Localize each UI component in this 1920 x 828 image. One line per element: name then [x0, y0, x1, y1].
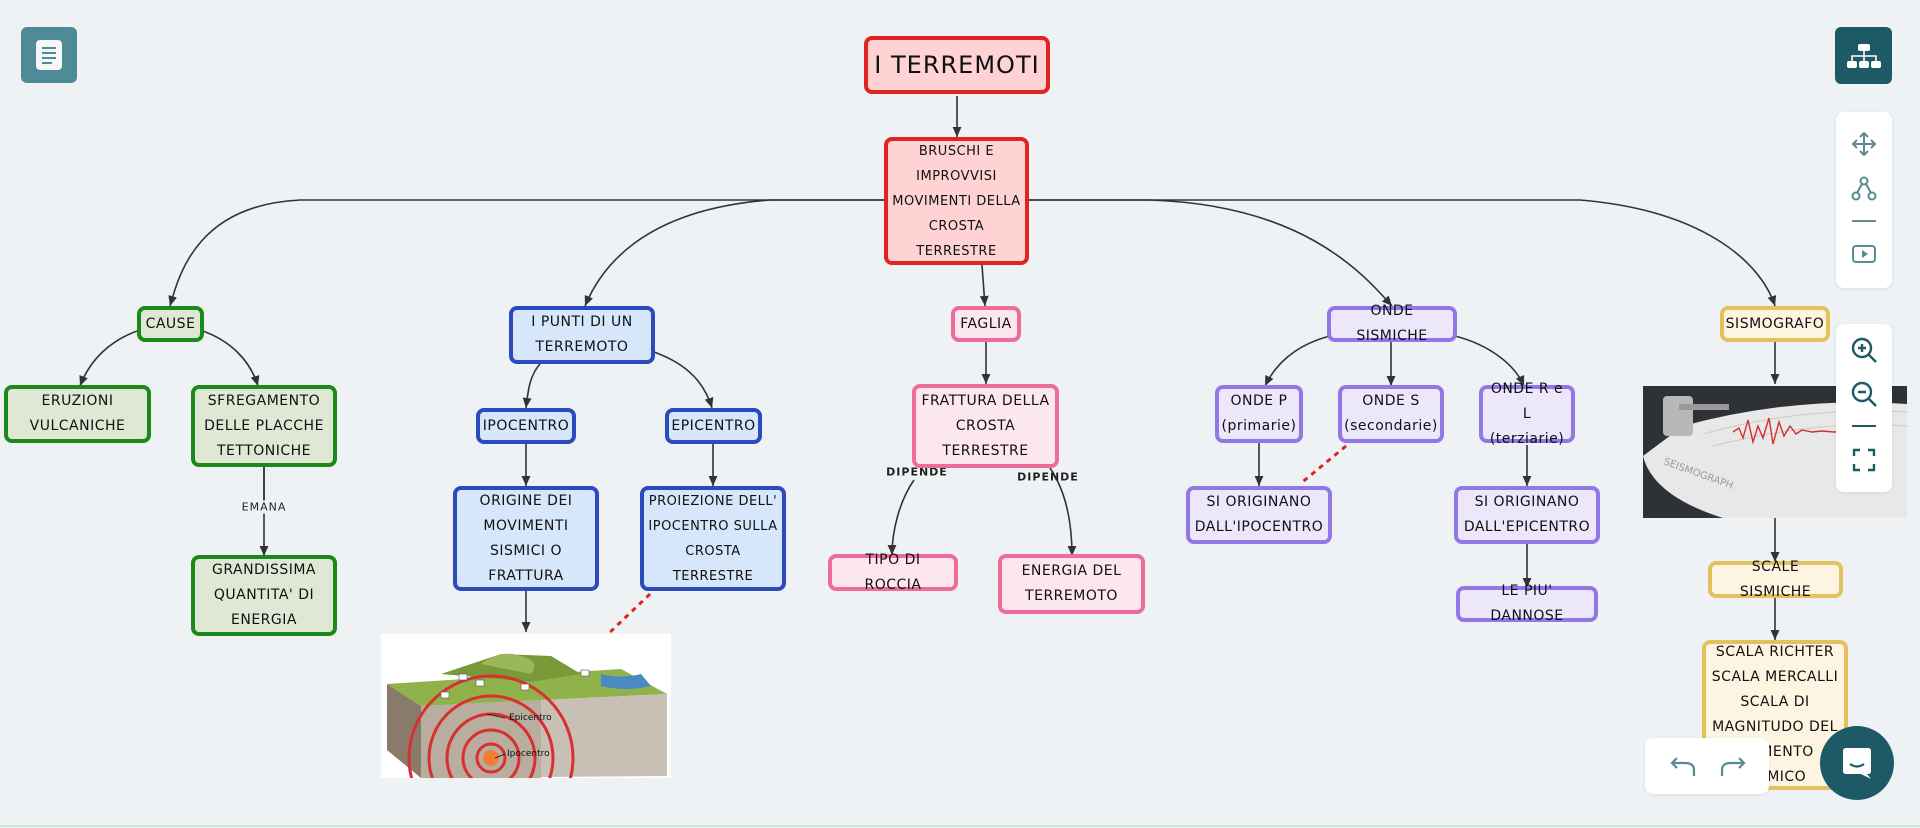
node-origine[interactable]: ORIGINE DEI MOVIMENTI SISMICI O FRATTURA [453, 486, 599, 591]
redo-button[interactable] [1705, 746, 1761, 786]
edge-punti-epicentro [653, 351, 714, 409]
undo-icon [1670, 757, 1696, 776]
move-icon [1851, 131, 1877, 157]
connector-tool[interactable] [1836, 168, 1892, 208]
edge-onde-p [1264, 335, 1331, 387]
node-cause[interactable]: CAUSE [137, 306, 204, 342]
earthquake-diagram-image: Epicentro Ipocentro [381, 634, 671, 778]
node-scale-sismiche[interactable]: SCALE SISMICHE [1708, 559, 1843, 600]
node-epicentro[interactable]: EPICENTRO [665, 408, 762, 444]
undo-redo-panel [1645, 738, 1769, 794]
node-dannose[interactable]: LE PIU' DANNOSE [1456, 583, 1598, 624]
document-button[interactable] [21, 27, 77, 83]
node-punti[interactable]: I PUNTI DI UN TERREMOTO [509, 306, 655, 364]
dashed-link-proiezione-img [604, 592, 652, 638]
chat-icon [1843, 748, 1871, 779]
node-sfregamento[interactable]: SFREGAMENTO DELLE PLACCHE TETTONICHE [191, 385, 337, 467]
edge-def-punti [584, 199, 885, 307]
node-faglia[interactable]: FAGLIA [951, 306, 1021, 342]
right-toolbar-top [1836, 112, 1892, 288]
node-onde-rl[interactable]: ONDE R e L (terziarie) [1479, 381, 1575, 447]
edge-frattura-roccia [887, 479, 915, 556]
mindmap-icon [1846, 43, 1881, 68]
edge-cause-eruzioni [79, 329, 141, 387]
right-toolbar-zoom [1836, 324, 1892, 492]
zoom-out-icon [1851, 381, 1877, 407]
node-frattura[interactable]: FRATTURA DELLA CROSTA TERRESTRE [912, 384, 1059, 468]
node-onde-p[interactable]: ONDE P (primarie) [1215, 385, 1303, 443]
node-sismografo[interactable]: SISMOGRAFO [1720, 306, 1830, 342]
edge-cause-sfregamento [199, 329, 260, 387]
node-definition[interactable]: BRUSCHI E IMPROVVISI MOVIMENTI DELLA CRO… [884, 137, 1029, 265]
node-eruzioni[interactable]: ERUZIONI VULCANICHE [4, 385, 151, 443]
epicentro-label: Epicentro [509, 713, 552, 723]
edge-label-emana: EMANA [238, 500, 290, 514]
document-icon [36, 40, 62, 70]
toolbar-divider [1852, 220, 1876, 222]
node-root[interactable]: I TERREMOTI [864, 36, 1050, 94]
redo-icon [1720, 757, 1746, 776]
edge-def-cause [168, 199, 885, 307]
move-tool[interactable] [1836, 124, 1892, 164]
bottom-border [0, 825, 1920, 827]
edge-def-faglia [979, 264, 989, 307]
undo-button[interactable] [1655, 746, 1711, 786]
fullscreen-button[interactable] [1836, 440, 1892, 480]
chat-button[interactable] [1820, 726, 1894, 800]
fullscreen-icon [1852, 448, 1876, 472]
node-ipocentro[interactable]: IPOCENTRO [476, 408, 576, 444]
node-orig-epicentro[interactable]: SI ORIGINANO DALL'EPICENTRO [1454, 486, 1600, 544]
node-roccia[interactable]: TIPO DI ROCCIA [828, 552, 958, 593]
edge-label-dipende-roccia: DIPENDE [886, 465, 948, 479]
node-onde-sismiche[interactable]: ONDE SISMICHE [1327, 303, 1457, 344]
ipocentro-label: Ipocentro [507, 749, 550, 759]
zoom-in-icon [1851, 337, 1877, 363]
edge-def-sismografo [1028, 199, 1777, 307]
edge-punti-ipocentro [522, 363, 541, 409]
edge-label-dipende-energia: DIPENDE [1017, 470, 1079, 484]
zoom-in-button[interactable] [1836, 330, 1892, 370]
zoom-divider [1852, 425, 1876, 427]
node-energia[interactable]: ENERGIA DEL TERREMOTO [998, 554, 1145, 614]
node-onde-s[interactable]: ONDE S (secondarie) [1338, 385, 1444, 443]
node-orig-ipocentro[interactable]: SI ORIGINANO DALL'IPOCENTRO [1186, 486, 1332, 544]
presentation-icon [1852, 245, 1876, 263]
mindmap-button[interactable] [1835, 27, 1892, 84]
zoom-out-button[interactable] [1836, 374, 1892, 414]
presentation-tool[interactable] [1836, 234, 1892, 274]
edge-def-onde [1028, 199, 1393, 307]
edge-onde-rl [1454, 335, 1525, 387]
connector-icon [1851, 176, 1877, 201]
edge-frattura-energia [1049, 467, 1077, 557]
node-proiezione[interactable]: PROIEZIONE DELL' IPOCENTRO SULLA CROSTA … [640, 486, 786, 591]
dashed-link-ondes-orig [1299, 444, 1347, 486]
node-grandissima[interactable]: GRANDISSIMA QUANTITA' DI ENERGIA [191, 555, 337, 636]
